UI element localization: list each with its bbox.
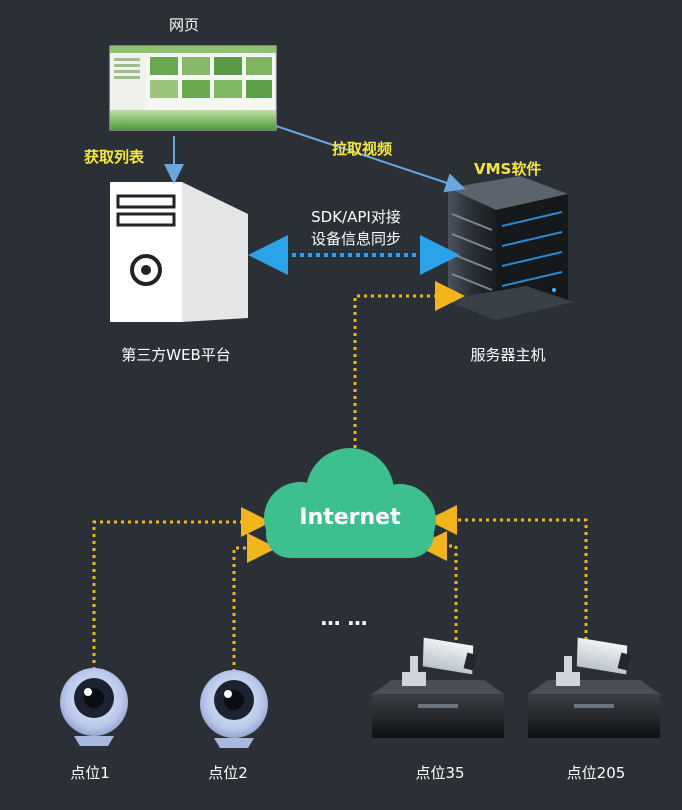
device-label: 点位2 xyxy=(208,764,248,782)
device-2-link xyxy=(232,533,277,672)
server-host-icon xyxy=(444,176,574,320)
device-35-link xyxy=(417,531,458,640)
pull-video-label: 拉取视频 xyxy=(332,140,393,158)
device-1-link xyxy=(92,507,271,670)
sdk-label-line2: 设备信息同步 xyxy=(310,230,402,248)
ellipsis-label: … … xyxy=(320,606,368,630)
server-label: 服务器主机 xyxy=(470,346,546,364)
device-label: 点位205 xyxy=(566,764,626,782)
cctv-camera-icon xyxy=(528,637,660,738)
device-205-link xyxy=(427,505,588,640)
webpage-thumbnail xyxy=(109,45,277,131)
platform-label: 第三方WEB平台 xyxy=(121,346,231,364)
device-label: 点位1 xyxy=(70,764,110,782)
internet-cloud-icon xyxy=(264,448,436,558)
cloud-to-server-link xyxy=(353,281,465,448)
cctv-camera-icon xyxy=(372,637,504,738)
get-list-label: 获取列表 xyxy=(84,148,145,166)
sdk-label-line1: SDK/API对接 xyxy=(311,208,401,226)
platform-pc-icon xyxy=(110,182,248,322)
device-label: 点位35 xyxy=(415,764,465,782)
webcam-icon xyxy=(200,670,268,748)
vms-software-label: VMS软件 xyxy=(474,160,542,178)
pull-video-arrow xyxy=(275,125,466,193)
webpage-label: 网页 xyxy=(168,16,200,34)
webcam-icon xyxy=(60,668,128,746)
internet-label: Internet xyxy=(299,505,401,530)
